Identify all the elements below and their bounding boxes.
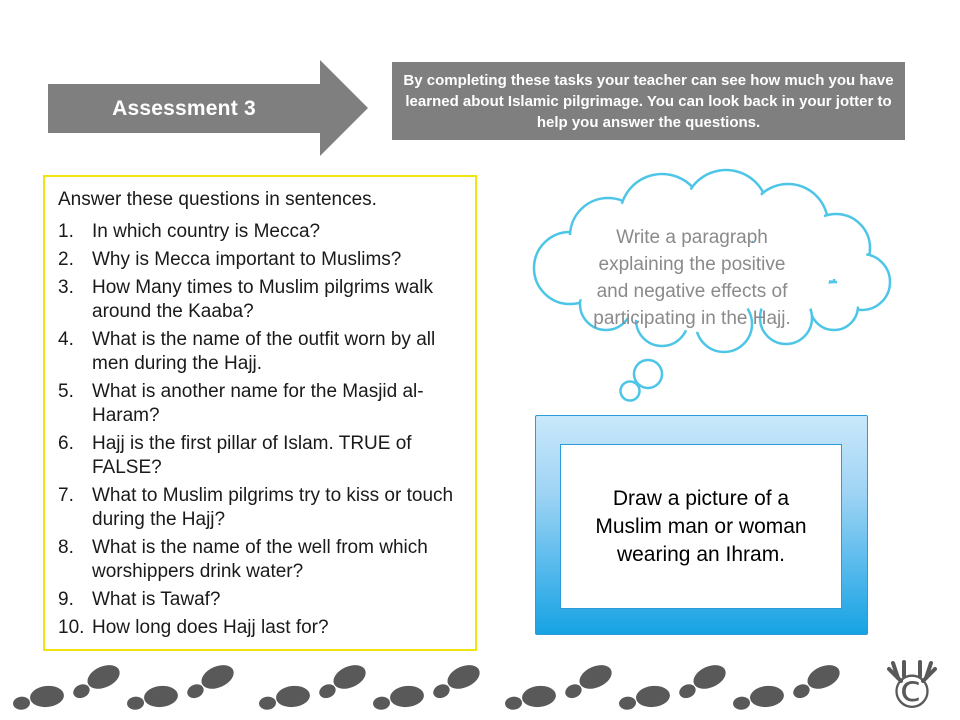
question-text: Hajj is the first pillar of Islam. TRUE … bbox=[92, 433, 412, 478]
question-text: How Many times to Muslim pilgrims walk a… bbox=[92, 277, 434, 322]
footprint-icon bbox=[559, 660, 616, 701]
question-item: 1. In which country is Mecca? bbox=[58, 220, 463, 244]
draw-task-line: Muslim man or woman bbox=[595, 514, 807, 538]
question-number: 5. bbox=[58, 381, 74, 402]
footprint-icon bbox=[11, 684, 65, 711]
footprint-icon bbox=[731, 684, 785, 711]
question-item: 4. What is the name of the outfit worn b… bbox=[58, 328, 463, 376]
footprint-icon bbox=[787, 660, 844, 701]
questions-list: 1. In which country is Mecca? 2. Why is … bbox=[58, 220, 463, 640]
thought-bubble-tail bbox=[619, 358, 664, 402]
footprint-icon bbox=[427, 660, 484, 701]
questions-box: Answer these questions in sentences. 1. … bbox=[43, 175, 477, 651]
question-item: 2. Why is Mecca important to Muslims? bbox=[58, 248, 463, 272]
footprint-icon bbox=[67, 660, 124, 701]
footprint-icon bbox=[181, 660, 238, 701]
copyright-moose-icon: © bbox=[887, 660, 937, 719]
question-number: 1. bbox=[58, 221, 74, 242]
question-item: 9. What is Tawaf? bbox=[58, 588, 463, 612]
question-number: 10. bbox=[58, 617, 85, 638]
question-number: 9. bbox=[58, 589, 74, 610]
thought-bubble-line: and negative effects of bbox=[596, 281, 788, 302]
instructions-box: By completing these tasks your teacher c… bbox=[392, 62, 905, 140]
footprint-icon bbox=[313, 660, 370, 701]
question-item: 10. How long does Hajj last for? bbox=[58, 616, 463, 640]
question-item: 7. What to Muslim pilgrims try to kiss o… bbox=[58, 484, 463, 532]
draw-task-text: Draw a picture of a Muslim man or woman … bbox=[595, 485, 806, 569]
footprint-icon bbox=[617, 684, 671, 711]
thought-bubble-line: explaining the positive bbox=[598, 254, 786, 275]
draw-task-inner: Draw a picture of a Muslim man or woman … bbox=[560, 444, 842, 609]
question-text: What is the name of the well from which … bbox=[92, 537, 428, 582]
question-item: 8. What is the name of the well from whi… bbox=[58, 536, 463, 584]
footprint-icon bbox=[673, 660, 730, 701]
question-text: What is the name of the outfit worn by a… bbox=[92, 329, 436, 374]
footprint-icon bbox=[503, 684, 557, 711]
question-item: 5. What is another name for the Masjid a… bbox=[58, 380, 463, 428]
footprint-icon bbox=[371, 684, 425, 711]
question-item: 6. Hajj is the first pillar of Islam. TR… bbox=[58, 432, 463, 480]
questions-intro: Answer these questions in sentences. bbox=[58, 189, 377, 210]
footprints-decoration bbox=[11, 660, 844, 711]
question-number: 2. bbox=[58, 249, 74, 270]
question-text: How long does Hajj last for? bbox=[92, 617, 329, 638]
question-number: 7. bbox=[58, 485, 74, 506]
footprint-icon bbox=[125, 684, 179, 711]
footprint-icon bbox=[257, 684, 311, 711]
instructions-text: By completing these tasks your teacher c… bbox=[403, 71, 894, 131]
question-number: 8. bbox=[58, 537, 74, 558]
question-text: What is Tawaf? bbox=[92, 589, 221, 610]
question-number: 3. bbox=[58, 277, 74, 298]
arrow-title: Assessment 3 bbox=[112, 96, 256, 120]
question-text: What to Muslim pilgrims try to kiss or t… bbox=[92, 485, 454, 530]
thought-bubble-text: Write a paragraph explaining the positiv… bbox=[572, 224, 812, 332]
question-item: 3. How Many times to Muslim pilgrims wal… bbox=[58, 276, 463, 324]
question-number: 4. bbox=[58, 329, 74, 350]
draw-task-box: Draw a picture of a Muslim man or woman … bbox=[535, 415, 868, 635]
thought-bubble-line: Write a paragraph bbox=[616, 227, 768, 248]
draw-task-line: wearing an Ihram. bbox=[616, 542, 786, 566]
question-text: In which country is Mecca? bbox=[92, 221, 321, 242]
thought-bubble-line: participating in the Hajj. bbox=[593, 308, 791, 329]
draw-task-line: Draw a picture of a bbox=[612, 486, 790, 510]
copyright-symbol: © bbox=[889, 665, 935, 719]
question-number: 6. bbox=[58, 433, 74, 454]
question-text: Why is Mecca important to Muslims? bbox=[92, 249, 402, 270]
question-text: What is another name for the Masjid al-H… bbox=[92, 381, 424, 426]
